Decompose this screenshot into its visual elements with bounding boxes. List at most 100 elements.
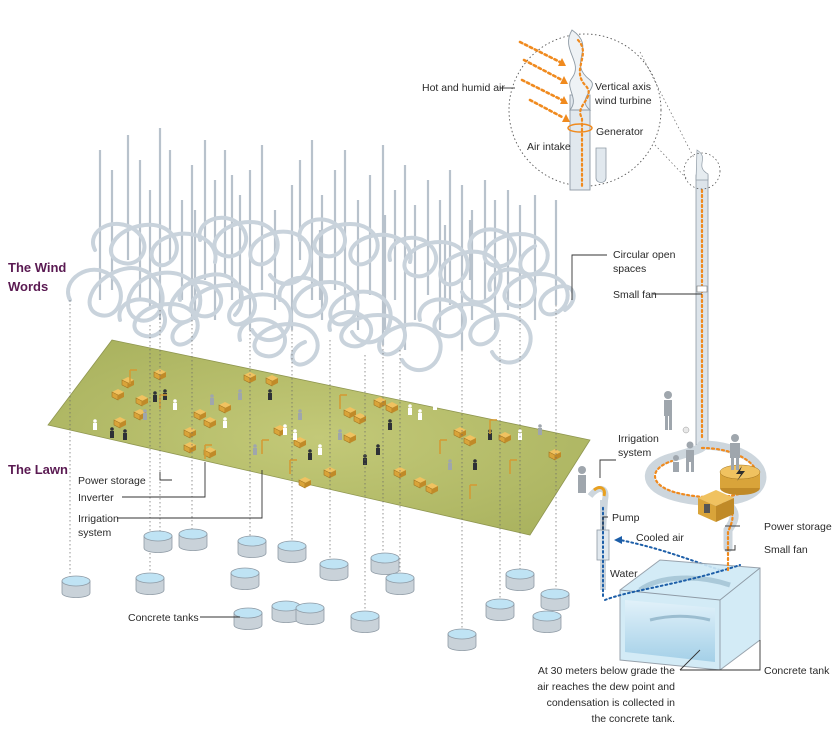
power-box <box>343 407 356 419</box>
power-box <box>453 427 466 439</box>
concrete-tank <box>319 558 349 581</box>
person <box>518 429 522 440</box>
person <box>388 419 392 430</box>
person <box>143 409 147 420</box>
label-circular-open-spaces-1: Circular open <box>613 249 676 261</box>
irrigation-post <box>204 444 212 459</box>
label-generator: Generator <box>596 126 644 138</box>
person <box>173 399 177 410</box>
power-box <box>393 467 406 479</box>
power-box <box>385 402 398 414</box>
power-box <box>111 389 124 401</box>
power-box <box>218 402 231 414</box>
irrigation-post <box>489 419 497 434</box>
concrete-tank <box>485 598 515 621</box>
person <box>283 424 287 435</box>
concrete-tank <box>135 572 165 595</box>
wind-words-loops <box>66 215 576 373</box>
person <box>298 409 302 420</box>
concrete-tank <box>540 588 570 611</box>
power-box <box>183 427 196 439</box>
label-irrigation-right-2: system <box>618 447 652 459</box>
drop-lines <box>69 300 557 632</box>
person <box>318 444 322 455</box>
power-box <box>203 447 216 459</box>
person <box>163 389 167 400</box>
label-water: Water <box>610 568 638 580</box>
person <box>223 417 227 428</box>
power-box <box>463 435 476 447</box>
power-box <box>425 483 438 495</box>
power-box <box>323 467 336 479</box>
concrete-tank <box>532 610 562 633</box>
person <box>110 427 114 438</box>
irrigation-post <box>439 439 447 454</box>
power-box <box>413 477 426 489</box>
power-box <box>153 369 166 381</box>
pump-assembly <box>587 486 721 597</box>
concrete-tank <box>447 628 477 651</box>
wind-words-title-line1: The Wind <box>8 260 66 275</box>
person <box>408 404 412 415</box>
person <box>268 389 272 400</box>
power-storage-unit <box>698 464 761 522</box>
label-dew-note-4: the concrete tank. <box>592 713 675 725</box>
person <box>253 444 257 455</box>
concrete-tank <box>230 567 260 590</box>
concrete-tank <box>237 535 267 558</box>
label-concrete-tank: Concrete tank <box>764 665 830 677</box>
right-people <box>578 391 740 493</box>
power-box <box>183 442 196 454</box>
irrigation-post <box>469 484 477 499</box>
label-air-intake: Air intake <box>527 141 571 153</box>
power-box <box>298 477 311 489</box>
callout-labels: Hot and humid air Vertical axis wind tur… <box>78 81 832 725</box>
power-box <box>135 395 148 407</box>
section-titles: The Wind Words The Lawn <box>8 260 68 477</box>
label-irrigation-right-1: Irrigation <box>618 433 659 445</box>
person <box>376 444 380 455</box>
concrete-tank <box>277 540 307 563</box>
concrete-tanks-group <box>61 528 570 651</box>
label-hot-humid-air: Hot and humid air <box>422 82 505 94</box>
concrete-tank <box>143 530 173 553</box>
person <box>418 409 422 420</box>
label-concrete-tanks: Concrete tanks <box>128 612 199 624</box>
irrigation-post <box>261 439 269 454</box>
label-vertical-axis-2: wind turbine <box>594 95 652 107</box>
label-dew-note-1: At 30 meters below grade the <box>538 665 675 677</box>
label-power-storage-left: Power storage <box>78 475 146 487</box>
person <box>433 399 437 410</box>
concrete-tank <box>505 568 535 591</box>
power-box <box>193 409 206 421</box>
irrigation-post <box>509 459 517 474</box>
power-box <box>121 377 134 389</box>
person <box>153 391 157 402</box>
power-box <box>548 449 561 461</box>
concrete-tank <box>370 552 400 575</box>
person <box>238 389 242 400</box>
concrete-tank <box>271 600 301 623</box>
turbine-tower <box>683 149 721 446</box>
power-box <box>353 413 366 425</box>
person <box>308 449 312 460</box>
label-irrigation-left-2: system <box>78 527 112 539</box>
person <box>123 429 127 440</box>
person <box>293 429 297 440</box>
power-box <box>343 432 356 444</box>
label-small-fan-top: Small fan <box>613 289 657 301</box>
label-inverter: Inverter <box>78 492 114 504</box>
concrete-tank <box>350 610 380 633</box>
concrete-tank <box>295 602 325 625</box>
label-dew-note-3: condensation is collected in <box>547 697 676 709</box>
power-box <box>265 375 278 387</box>
concrete-tank <box>178 528 208 551</box>
concrete-tank <box>233 607 263 630</box>
power-box <box>203 417 216 429</box>
person <box>93 419 97 430</box>
concrete-tank <box>385 572 415 595</box>
leader-lines <box>117 87 761 671</box>
label-small-fan-bottom: Small fan <box>764 544 808 556</box>
lawn-plane <box>47 339 591 536</box>
irrigation-post <box>339 394 347 409</box>
